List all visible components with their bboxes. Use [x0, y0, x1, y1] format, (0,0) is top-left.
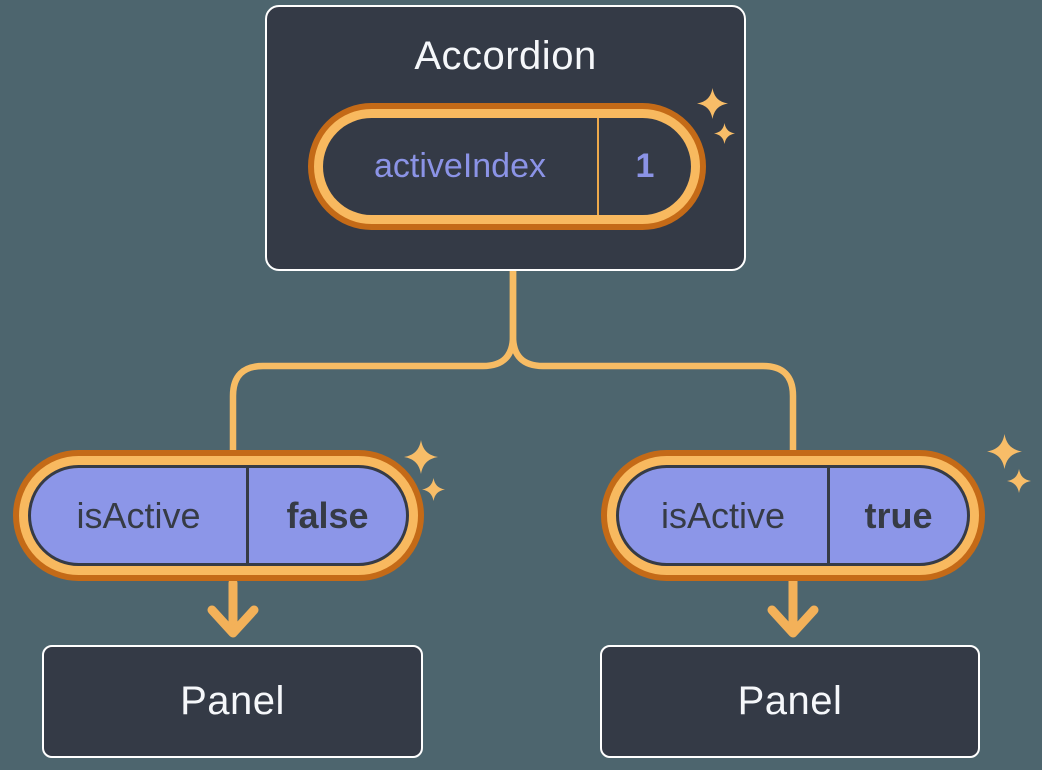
prop-name: isActive	[660, 494, 786, 536]
sparkle-icon	[987, 434, 1022, 469]
prop-name: isActive	[76, 494, 201, 536]
branch-right-line	[509, 268, 797, 452]
sparkle-icon	[404, 440, 438, 474]
prop-value: true	[827, 468, 967, 563]
panel-node: Panel	[42, 645, 423, 758]
panel-label: Panel	[180, 679, 285, 723]
prop-pill: isActive false	[13, 450, 424, 581]
sparkle-icon	[1007, 469, 1031, 493]
state-pill: activeIndex 1	[308, 103, 706, 230]
state-value: 1	[597, 118, 691, 215]
panel-label: Panel	[737, 679, 843, 723]
sparkle-icon	[697, 88, 728, 119]
prop-pill-body: isActive false	[28, 465, 409, 566]
prop-pill: isActive true	[601, 450, 985, 581]
sparkle-icon	[422, 478, 445, 501]
state-name: activeIndex	[374, 147, 546, 185]
branch-left-line	[229, 268, 517, 455]
sparkle-icon	[714, 123, 735, 144]
arrow-down-icon	[207, 605, 259, 638]
arrow-down-icon	[767, 605, 819, 638]
node-title: Accordion	[414, 34, 597, 78]
state-pill-body: activeIndex 1	[323, 118, 691, 215]
prop-value: false	[246, 468, 406, 563]
prop-pill-body: isActive true	[616, 465, 970, 566]
panel-node: Panel	[600, 645, 980, 758]
